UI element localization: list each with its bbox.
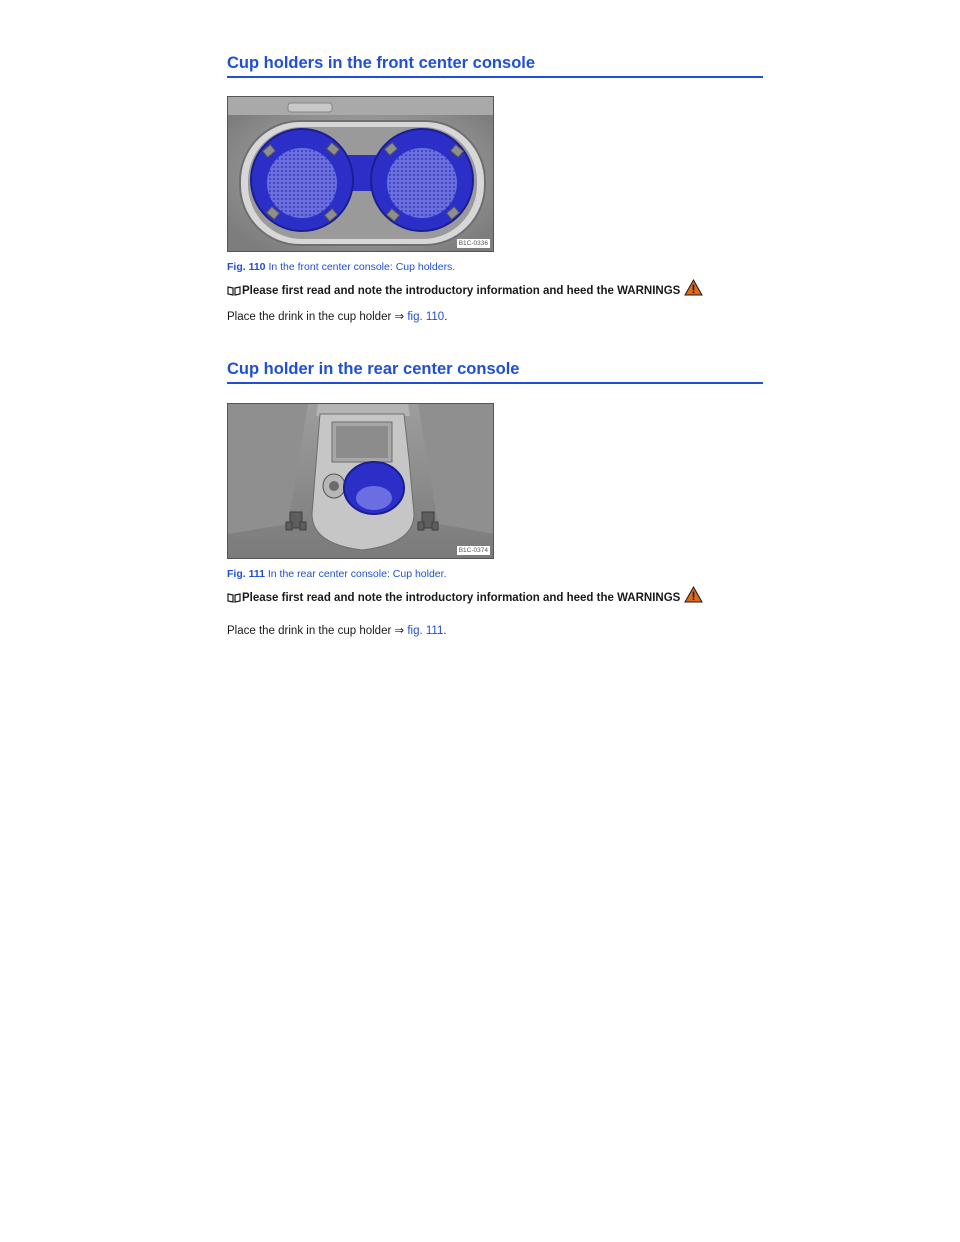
section-heading: Cup holder in the rear center console	[227, 360, 763, 384]
section-rear-cup-holder: Cup holder in the rear center console	[227, 360, 763, 650]
figure-rear-cup-holder: B1C-0374	[227, 403, 494, 559]
instruction-suffix: .	[443, 625, 447, 637]
instruction-text: Place the drink in the cup holder ⇒ fig.…	[227, 309, 447, 323]
intro-note: Please first read and note the introduct…	[227, 585, 704, 606]
caption-text: In the rear center console: Cup holder.	[267, 568, 447, 580]
caption-label: Fig. 111	[227, 568, 265, 580]
warning-icon[interactable]	[684, 585, 704, 603]
rear-console-illustration	[228, 404, 493, 558]
instruction-prefix: Place the drink in the cup holder ⇒	[227, 311, 408, 323]
book-icon	[227, 592, 241, 603]
figure-link[interactable]: fig. 111	[407, 625, 444, 637]
figure-code: B1C-0374	[456, 546, 490, 555]
note-text: Please first read and note the introduct…	[242, 284, 681, 297]
figure-caption: Fig. 111 In the rear center console: Cup…	[227, 568, 446, 580]
figure-link[interactable]: fig. 110	[407, 311, 445, 323]
section-heading: Cup holders in the front center console	[227, 54, 763, 78]
instruction-prefix: Place the drink in the cup holder ⇒	[227, 625, 408, 637]
note-text: Please first read and note the introduct…	[242, 591, 681, 604]
figure-front-cup-holders: B1C-0336	[227, 96, 494, 252]
section-front-cup-holders: Cup holders in the front center console	[227, 54, 763, 344]
intro-note: Please first read and note the introduct…	[227, 278, 704, 299]
caption-text: In the front center console: Cup holders…	[268, 261, 456, 273]
front-console-illustration	[228, 97, 493, 251]
instruction-suffix: .	[444, 311, 448, 323]
book-icon	[227, 285, 241, 296]
warning-icon[interactable]	[684, 278, 704, 296]
figure-code: B1C-0336	[456, 239, 490, 248]
figure-caption: Fig. 110 In the front center console: Cu…	[227, 261, 455, 273]
instruction-text: Place the drink in the cup holder ⇒ fig.…	[227, 623, 447, 637]
caption-label: Fig. 110	[227, 261, 266, 273]
